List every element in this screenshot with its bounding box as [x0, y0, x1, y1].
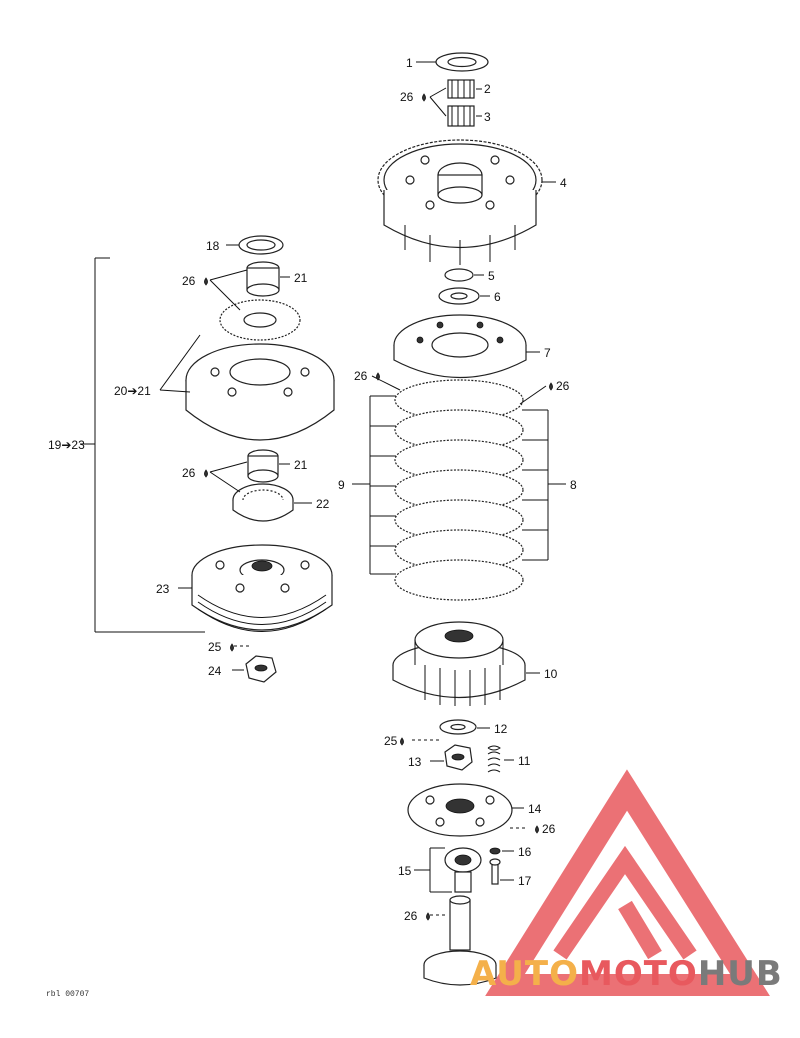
- label-20-21: 20➔21: [114, 384, 151, 398]
- label-3: 3: [484, 110, 491, 124]
- logo-inner-mark: [553, 845, 697, 960]
- part-13-nut: [444, 744, 473, 771]
- watermark-hub: HUB: [698, 954, 783, 994]
- part-7-pressure-plate: [393, 314, 527, 379]
- part-14-spring-plate: [407, 783, 513, 837]
- label-26-a: 26: [400, 90, 414, 104]
- grease-drop-icon: [426, 912, 430, 921]
- part-21-lower-bushing: [247, 449, 279, 483]
- grease-drop-icon: [230, 643, 234, 652]
- label-9: 9: [338, 478, 345, 492]
- label-11: 11: [518, 754, 531, 768]
- label-17: 17: [518, 874, 532, 888]
- label-19-23: 19➔23: [48, 438, 85, 452]
- leader-lines: [80, 61, 566, 916]
- part-6-washer: [438, 287, 480, 305]
- watermark-auto: AUTO: [470, 954, 579, 994]
- label-21-a: 21: [294, 271, 308, 285]
- part-5-circlip: [444, 268, 474, 282]
- part-23-drive-hub: [191, 544, 333, 632]
- label-7: 7: [544, 346, 551, 360]
- part-17-bolt: [489, 858, 501, 885]
- grease-drop-icon: [204, 469, 208, 478]
- label-26-e: 26: [404, 909, 418, 923]
- watermark-text: AUTOMOTOHUB: [470, 954, 783, 994]
- part-12-washer: [439, 719, 477, 735]
- grease-drop-icon: [422, 93, 426, 102]
- part-3-needle-bearing: [447, 105, 475, 127]
- grease-drop-icon: [376, 372, 380, 381]
- drawing-code: rbl 00707: [46, 990, 89, 999]
- label-26-f: 26: [182, 274, 196, 288]
- grease-drop-icon: [535, 825, 539, 834]
- label-26-b: 26: [354, 369, 368, 383]
- label-5: 5: [488, 269, 495, 283]
- grease-drop-icons: [204, 93, 553, 921]
- part-21-upper-bushing: [246, 261, 280, 297]
- label-12: 12: [494, 722, 508, 736]
- label-26-c: 26: [556, 379, 570, 393]
- label-1: 1: [406, 56, 413, 70]
- label-6: 6: [494, 290, 501, 304]
- part-22-one-way-clutch: [232, 483, 294, 522]
- grease-drop-icon: [400, 737, 404, 746]
- label-23: 23: [156, 582, 170, 596]
- part-16-washer: [489, 847, 501, 855]
- part-8-9-clutch-plate-stack: [394, 379, 524, 601]
- label-25-a: 25: [208, 640, 222, 654]
- label-16: 16: [518, 845, 532, 859]
- callout-labels: 1 2 26 3 4 5 6 7 26 26 9 8 10 12 25 11 1…: [48, 56, 577, 923]
- label-26-g: 26: [182, 466, 196, 480]
- part-10-inner-hub: [392, 621, 526, 706]
- part-4-clutch-housing: [377, 139, 543, 265]
- watermark-moto: MOTO: [579, 954, 698, 994]
- label-22: 22: [316, 497, 330, 511]
- label-8: 8: [570, 478, 577, 492]
- label-21-b: 21: [294, 458, 308, 472]
- part-15-release-bearing: [444, 847, 482, 893]
- label-13: 13: [408, 755, 422, 769]
- part-20-driven-gear-assembly: [185, 299, 335, 441]
- watermark-logo: [485, 769, 770, 996]
- label-18: 18: [206, 239, 220, 253]
- part-11-spring: [487, 745, 501, 773]
- label-10: 10: [544, 667, 558, 681]
- part-pushrod: [423, 895, 497, 986]
- grease-drop-icon: [549, 382, 553, 391]
- label-14: 14: [528, 802, 542, 816]
- label-24: 24: [208, 664, 222, 678]
- part-24-nut: [245, 655, 277, 683]
- part-2-needle-bearing: [447, 79, 475, 99]
- part-18-washer: [238, 235, 284, 255]
- grease-drop-icon: [204, 277, 208, 286]
- label-25-b: 25: [384, 734, 398, 748]
- logo-triangle: [485, 769, 770, 996]
- label-15: 15: [398, 864, 412, 878]
- label-26-d: 26: [542, 822, 556, 836]
- label-4: 4: [560, 176, 567, 190]
- part-1-washer: [435, 52, 489, 72]
- label-2: 2: [484, 82, 491, 96]
